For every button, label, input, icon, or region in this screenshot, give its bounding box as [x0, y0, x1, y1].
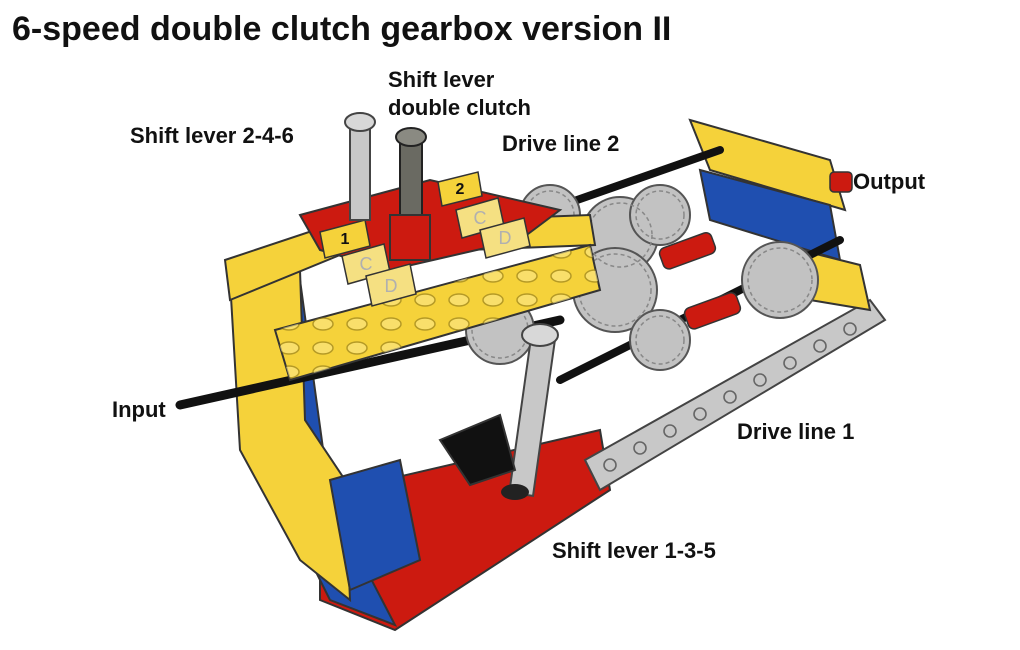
- base-frame-blue-corner: [328, 458, 422, 592]
- clutch-tile-d-left: [365, 263, 417, 307]
- clutch-connector: [683, 292, 742, 330]
- gear-mark-1: 1: [341, 231, 350, 248]
- label-input: Input: [112, 397, 166, 422]
- shift-lever-2-4-6-knob: [344, 112, 376, 132]
- gear: [629, 184, 691, 246]
- gear-tile-1: [319, 219, 371, 259]
- label-drive-line-1: Drive line 1: [737, 419, 855, 444]
- gear: [629, 309, 691, 371]
- clutch-mark-c-right: C: [474, 208, 487, 228]
- shift-lever-2-4-6: [349, 124, 371, 221]
- label-shift-lever-double-clutch-line1: Shift lever: [388, 67, 495, 92]
- shift-lever-1-3-5-base: [501, 484, 529, 500]
- shift-lever-double-clutch-knob: [395, 127, 427, 147]
- shifter-block-red: [389, 214, 431, 261]
- output-connector: [829, 171, 853, 193]
- gear-mark-2: 2: [456, 181, 465, 198]
- clutch-tile-d-right: [479, 217, 531, 259]
- label-shift-lever-2-4-6: Shift lever 2-4-6: [130, 123, 294, 148]
- label-shift-lever-double-clutch: Shift lever double clutch: [388, 66, 531, 122]
- gear: [741, 241, 819, 319]
- label-shift-lever-1-3-5: Shift lever 1-3-5: [552, 538, 716, 563]
- label-drive-line-2: Drive line 2: [502, 131, 620, 156]
- shift-lever-1-3-5-knob: [521, 323, 559, 347]
- gear-tile-2: [437, 171, 483, 207]
- clutch-mark-d-left: D: [385, 276, 398, 296]
- label-shift-lever-double-clutch-line2: double clutch: [388, 95, 531, 120]
- clutch-connector: [658, 232, 717, 270]
- shift-lever-1-3-5-linkage: [438, 413, 517, 487]
- label-output: Output: [853, 169, 926, 194]
- clutch-mark-d-right: D: [499, 228, 512, 248]
- diagram-title: 6-speed double clutch gearbox version II: [12, 10, 672, 48]
- top-beam-front-pattern: [275, 245, 600, 380]
- clutch-mark-c-left: C: [360, 254, 373, 274]
